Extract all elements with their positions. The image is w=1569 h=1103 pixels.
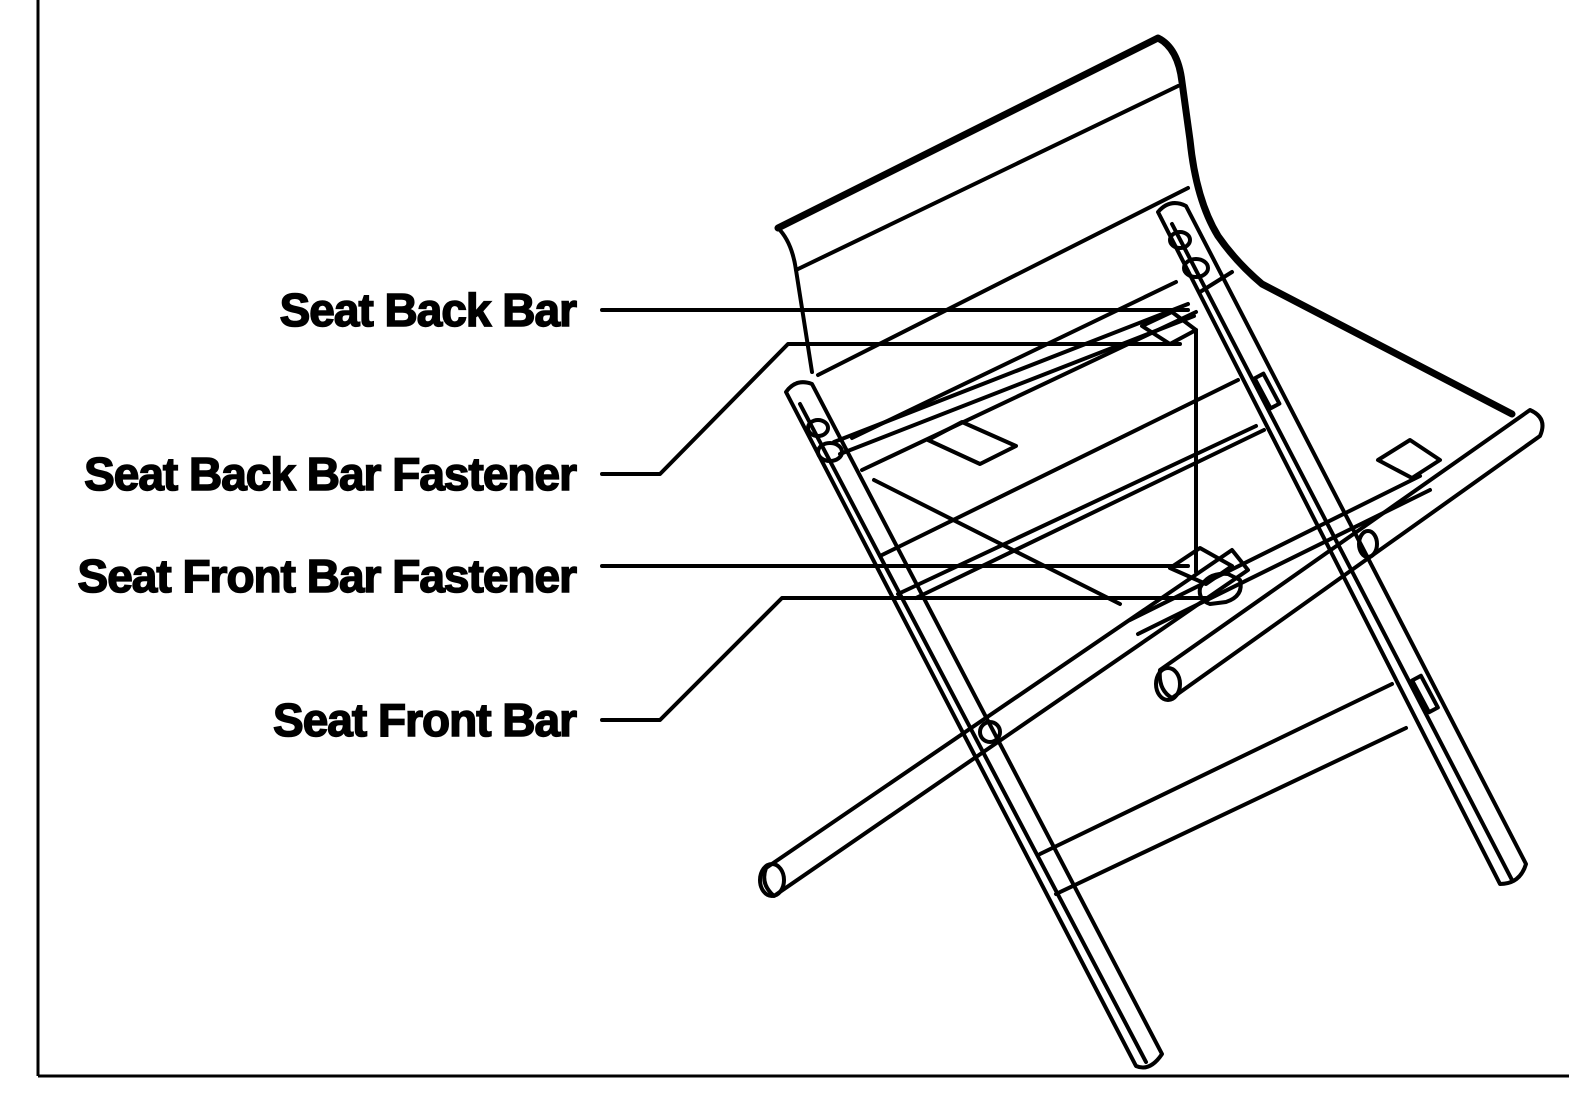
right-back-post (1156, 201, 1528, 886)
callout-leaders (600, 308, 1208, 722)
front-left-leg (758, 548, 1250, 898)
label-seat-front-bar-fastener: Seat Front Bar Fastener (78, 550, 578, 602)
label-seat-back-bar-fastener: Seat Back Bar Fastener (84, 448, 577, 500)
left-back-post (784, 380, 1164, 1070)
seat-slats (850, 280, 1408, 896)
folding-chair-illustration (758, 34, 1545, 1070)
label-seat-front-bar: Seat Front Bar (273, 694, 577, 746)
seat-back-bar (832, 302, 1198, 466)
seat-side-panel (872, 270, 1234, 606)
leader-seat-back-bar-fastener (600, 342, 1182, 476)
seat-back-panel (774, 34, 1516, 418)
label-seat-back-bar: Seat Back Bar (280, 284, 577, 336)
leader-seat-front-bar (600, 596, 1208, 722)
callout-labels: Seat Back Bar Seat Back Bar Fastener Sea… (77, 283, 579, 747)
front-right-leg (1154, 408, 1545, 702)
drawing-frame (36, 0, 1569, 1078)
